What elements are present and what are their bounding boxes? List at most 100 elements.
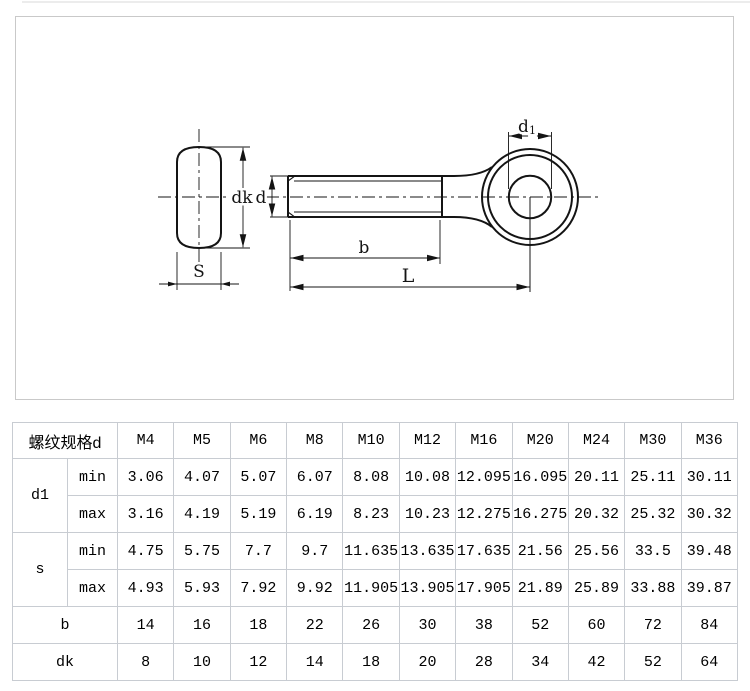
value-cell: 20.32 (567, 495, 626, 533)
dim-label-d1: d1 (518, 117, 536, 137)
row-sub-min: min (67, 458, 118, 496)
header-size-cell: M20 (511, 422, 569, 459)
header-size-cell: M6 (229, 422, 288, 459)
value-cell: 13.635 (398, 532, 457, 570)
row-sub-max: max (67, 569, 118, 607)
value-cell: 6.07 (286, 458, 344, 496)
value-cell: 8.23 (342, 495, 400, 533)
value-cell: 33.5 (624, 532, 682, 570)
value-cell: 52 (624, 643, 682, 681)
header-size-cell: M5 (173, 422, 231, 459)
header-thread-spec: 螺纹规格d (12, 422, 118, 459)
value-cell: 5.93 (173, 569, 231, 607)
value-cell: 4.93 (116, 569, 175, 607)
value-cell: 12.275 (455, 495, 513, 533)
extension-lines (176, 132, 552, 291)
header-size-cell: M30 (624, 422, 682, 459)
dim-label-dk: dk (231, 188, 253, 208)
value-cell: 17.905 (455, 569, 513, 607)
header-size-cell: M4 (116, 422, 175, 459)
top-divider-line (22, 1, 750, 3)
value-cell: 7.7 (229, 532, 288, 570)
value-cell: 21.56 (511, 532, 569, 570)
dim-label-b: b (359, 238, 370, 258)
value-cell: 39.48 (680, 532, 739, 570)
value-cell: 21.89 (511, 569, 569, 607)
value-cell: 64 (680, 643, 739, 681)
header-size-cell: M36 (680, 422, 739, 459)
value-cell: 60 (567, 606, 626, 644)
value-cell: 26 (342, 606, 400, 644)
value-cell: 25.32 (624, 495, 682, 533)
header-size-cell: M8 (286, 422, 344, 459)
dim-label-s: S (193, 262, 205, 282)
value-cell: 4.75 (116, 532, 175, 570)
value-cell: 9.92 (286, 569, 344, 607)
value-cell: 3.16 (116, 495, 175, 533)
value-cell: 13.905 (398, 569, 457, 607)
value-cell: 12 (229, 643, 288, 681)
value-cell: 30.32 (680, 495, 739, 533)
value-cell: 11.635 (342, 532, 400, 570)
value-cell: 10 (173, 643, 231, 681)
value-cell: 11.905 (342, 569, 400, 607)
header-size-cell: M24 (567, 422, 626, 459)
row-group-b: b (12, 606, 118, 644)
header-size-cell: M12 (398, 422, 457, 459)
value-cell: 25.11 (624, 458, 682, 496)
value-cell: 20 (398, 643, 457, 681)
value-cell: 5.07 (229, 458, 288, 496)
value-cell: 14 (116, 606, 175, 644)
value-cell: 8 (116, 643, 175, 681)
row-sub-max: max (67, 495, 118, 533)
value-cell: 25.89 (567, 569, 626, 607)
head-side-view (176, 145, 222, 250)
value-cell: 3.06 (116, 458, 175, 496)
value-cell: 39.87 (680, 569, 739, 607)
value-cell: 33.88 (624, 569, 682, 607)
value-cell: 6.19 (286, 495, 344, 533)
value-cell: 72 (624, 606, 682, 644)
row-sub-min: min (67, 532, 118, 570)
row-group-dk: dk (12, 643, 118, 681)
value-cell: 16.275 (511, 495, 569, 533)
value-cell: 18 (342, 643, 400, 681)
dimension-lines (159, 132, 551, 291)
value-cell: 7.92 (229, 569, 288, 607)
value-cell: 18 (229, 606, 288, 644)
value-cell: 28 (455, 643, 513, 681)
value-cell: 17.635 (455, 532, 513, 570)
value-cell: 10.08 (398, 458, 457, 496)
value-cell: 16.095 (511, 458, 569, 496)
value-cell: 25.56 (567, 532, 626, 570)
dim-label-d: d (256, 188, 267, 208)
row-group-d1: d1 (12, 458, 68, 533)
header-size-cell: M16 (455, 422, 513, 459)
value-cell: 22 (286, 606, 344, 644)
value-cell: 84 (680, 606, 739, 644)
threaded-shaft (287, 166, 493, 228)
value-cell: 4.07 (173, 458, 231, 496)
value-cell: 38 (455, 606, 513, 644)
row-group-s: s (12, 532, 68, 607)
value-cell: 42 (567, 643, 626, 681)
value-cell: 10.23 (398, 495, 457, 533)
drawing-panel (15, 16, 734, 400)
value-cell: 12.095 (455, 458, 513, 496)
value-cell: 20.11 (567, 458, 626, 496)
value-cell: 14 (286, 643, 344, 681)
header-size-cell: M10 (342, 422, 400, 459)
centerlines (158, 129, 600, 267)
value-cell: 16 (173, 606, 231, 644)
value-cell: 4.19 (173, 495, 231, 533)
